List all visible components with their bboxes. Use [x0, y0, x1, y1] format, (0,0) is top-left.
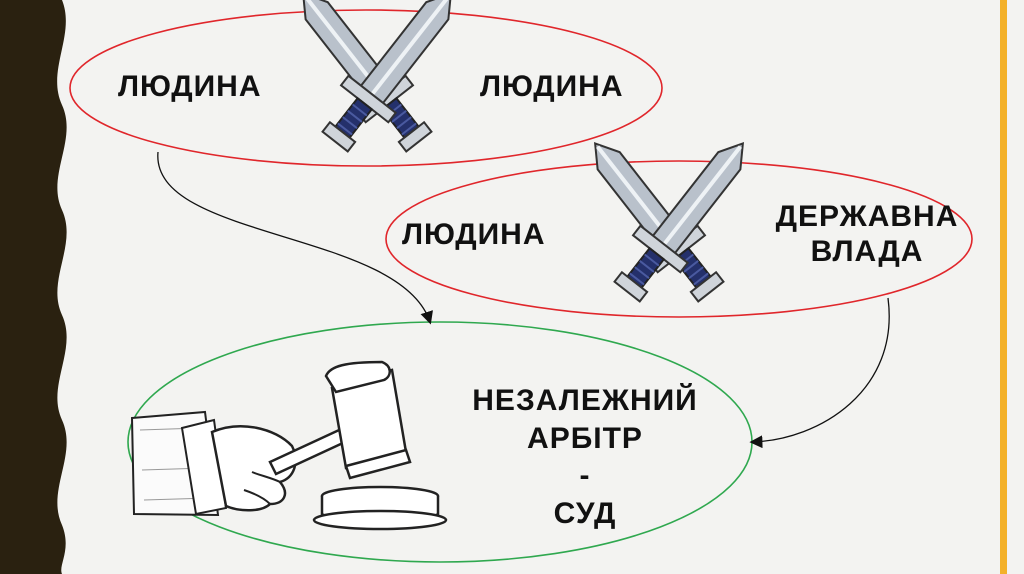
arrow-middle-to-court	[749, 297, 890, 449]
label-person-top-right: ЛЮДИНА	[480, 70, 624, 103]
crossed-swords-icon	[277, 0, 477, 163]
arrow-top-to-court	[157, 151, 433, 325]
label-line: СУД	[553, 496, 617, 530]
label-person-top-left: ЛЮДИНА	[118, 70, 262, 103]
label-state-power: ДЕРЖАВНА ВЛАДА	[762, 200, 972, 269]
crossed-swords-icon	[569, 122, 769, 313]
label-line: -	[579, 459, 591, 492]
right-accent-stripe	[1000, 0, 1007, 574]
conflict-ellipse-middle	[385, 160, 973, 318]
label-line: ДЕРЖАВНА	[775, 200, 959, 233]
label-person-middle: ЛЮДИНА	[402, 218, 546, 251]
judge-gavel-icon	[130, 360, 448, 531]
conflict-ellipse-top	[69, 9, 663, 167]
wavy-border	[0, 0, 67, 574]
label-line: АРБІТР	[527, 421, 643, 455]
label-line: ВЛАДА	[810, 234, 924, 268]
label-independent-arbiter: НЕЗАЛЕЖНИЙ АРБІТР - СУД	[440, 382, 730, 532]
label-line: НЕЗАЛЕЖНИЙ	[472, 384, 698, 417]
